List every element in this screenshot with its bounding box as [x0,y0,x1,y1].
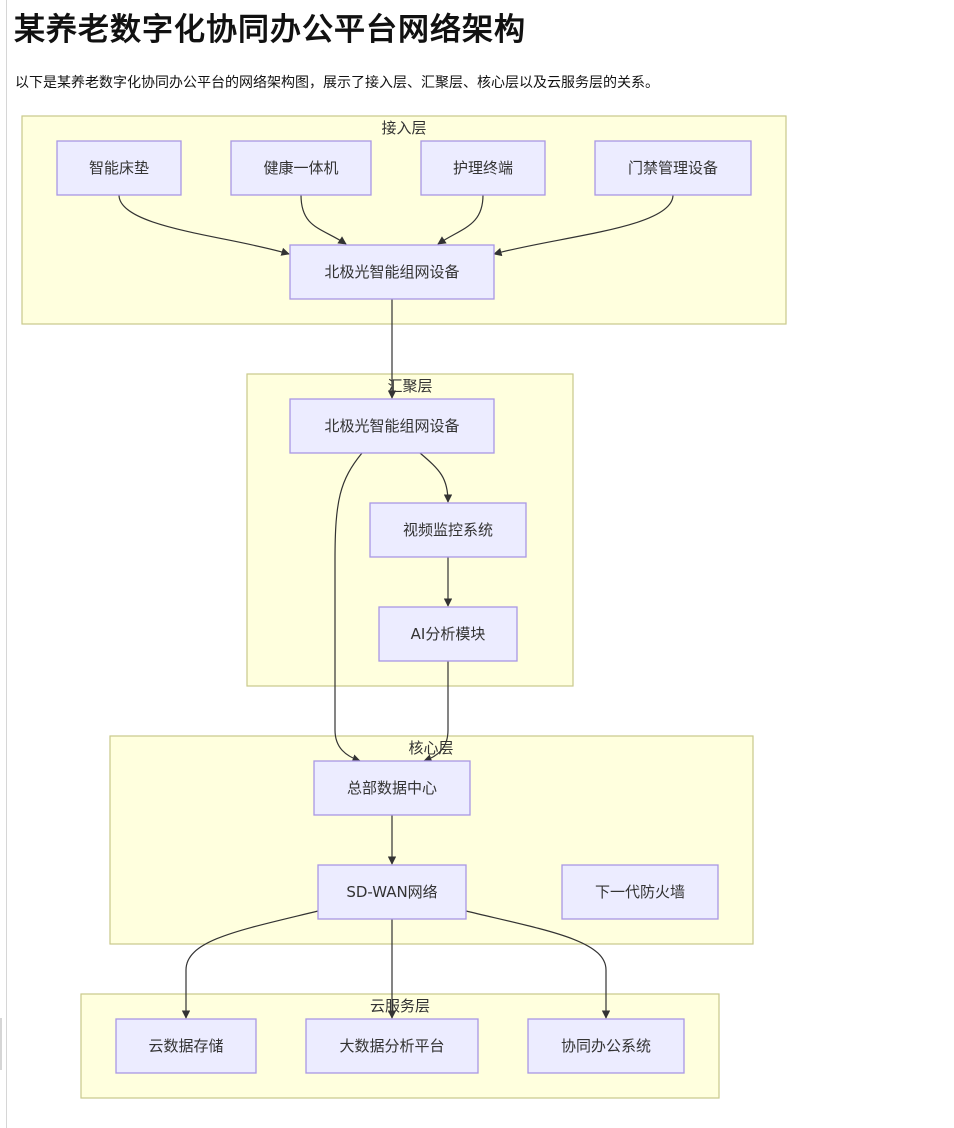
node-hq-datacenter[interactable]: 总部数据中心 [313,760,471,816]
edge-sdwan-to-collab [465,910,611,1019]
cluster-cloud-label: 云服务层 [370,997,430,1015]
node-video-monitor-label: 视频监控系统 [403,521,493,539]
edge-aurora-agg-to-video [419,452,453,503]
node-aurora-access-label: 北极光智能组网设备 [324,263,459,281]
edges [118,194,674,1019]
node-ai-module-label: AI分析模块 [411,625,486,643]
edge-ai-to-hq [423,661,449,763]
left-scroll-mark [0,1018,2,1070]
edge-nursing-to-aurora [437,194,484,245]
node-collab-office-label: 协同办公系统 [561,1037,651,1055]
node-hq-datacenter-label: 总部数据中心 [347,779,437,797]
edge-mattress-to-aurora [118,194,290,256]
node-health-kiosk-label: 健康一体机 [263,159,338,177]
node-smart-mattress[interactable]: 智能床垫 [56,140,182,196]
node-aurora-access[interactable]: 北极光智能组网设备 [289,244,495,300]
node-aurora-aggregation[interactable]: 北极光智能组网设备 [289,398,495,454]
node-cloud-storage-label: 云数据存储 [148,1037,223,1055]
node-sdwan[interactable]: SD-WAN网络 [317,864,467,920]
edge-access-control-to-aurora [493,194,674,257]
node-bigdata-platform-label: 大数据分析平台 [339,1037,444,1055]
node-nursing-terminal-label: 护理终端 [453,159,513,177]
node-nursing-terminal[interactable]: 护理终端 [420,140,546,196]
cluster-access-label: 接入层 [381,119,426,137]
node-ngfw[interactable]: 下一代防火墙 [561,864,719,920]
node-bigdata-platform[interactable]: 大数据分析平台 [305,1018,479,1074]
node-collab-office[interactable]: 协同办公系统 [527,1018,685,1074]
left-border-rule [6,0,7,1128]
node-cloud-storage[interactable]: 云数据存储 [115,1018,257,1074]
edge-kiosk-to-aurora [300,194,347,245]
node-ai-module[interactable]: AI分析模块 [378,606,518,662]
node-video-monitor[interactable]: 视频监控系统 [369,502,527,558]
node-health-kiosk[interactable]: 健康一体机 [230,140,372,196]
page-title: 某养老数字化协同办公平台网络架构 [14,12,526,48]
node-aurora-aggregation-label: 北极光智能组网设备 [324,417,459,435]
cluster-aggregation-label: 汇聚层 [387,377,432,395]
node-ngfw-label: 下一代防火墙 [595,883,685,901]
node-smart-mattress-label: 智能床垫 [89,159,149,177]
node-access-control-label: 门禁管理设备 [628,159,718,177]
intro-text: 以下是某养老数字化协同办公平台的网络架构图，展示了接入层、汇聚层、核心层以及云服… [15,75,659,91]
edge-sdwan-to-storage [181,910,319,1019]
cluster-core-label: 核心层 [408,739,453,757]
edge-aurora-agg-to-hq [334,452,363,763]
node-sdwan-label: SD-WAN网络 [346,883,437,901]
node-access-control[interactable]: 门禁管理设备 [594,140,752,196]
